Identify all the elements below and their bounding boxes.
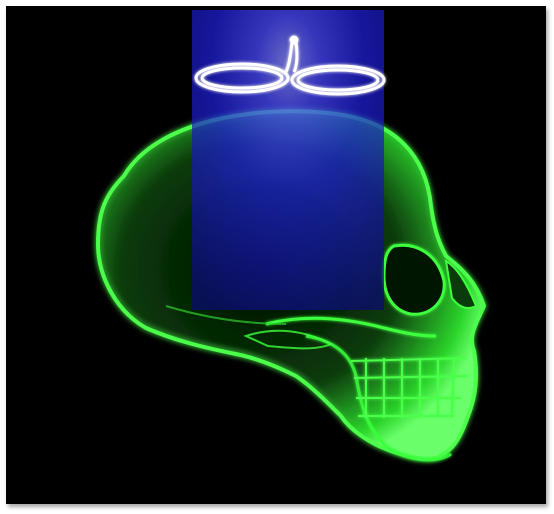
figure-frame — [6, 6, 546, 504]
tms-illustration — [6, 6, 546, 504]
coil-handle-tip — [291, 37, 297, 43]
magnetic-field — [192, 10, 384, 310]
